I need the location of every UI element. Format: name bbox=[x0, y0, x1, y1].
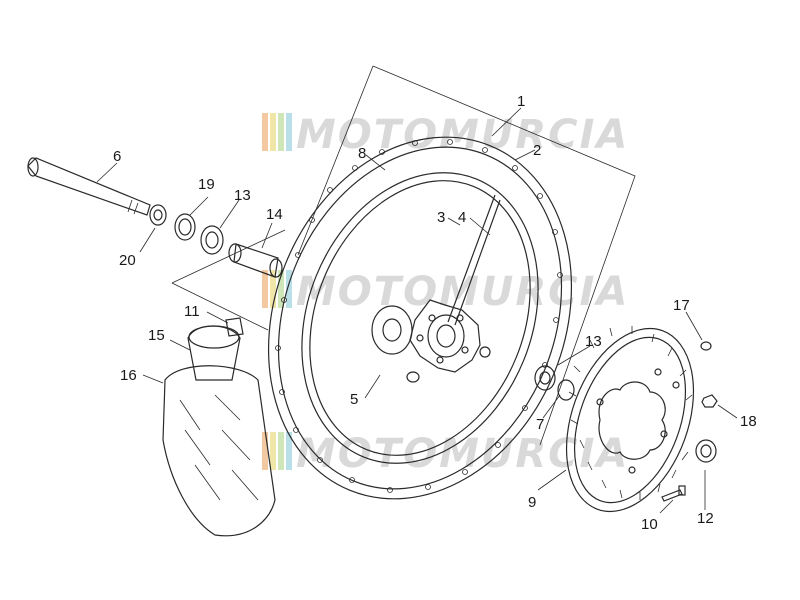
callout-6: 6 bbox=[113, 148, 121, 165]
spoke-pair bbox=[447, 194, 501, 326]
assembly-bracket bbox=[171, 65, 636, 446]
callout-5: 5 bbox=[350, 391, 358, 408]
callout-3: 3 bbox=[437, 209, 445, 226]
brake-disc bbox=[565, 326, 695, 513]
callout-19: 19 bbox=[198, 176, 215, 193]
watermark-bottom: MOTOMURCIA bbox=[262, 431, 627, 477]
callout-14: 14 bbox=[266, 206, 283, 223]
disc-bolt bbox=[661, 485, 686, 502]
washer bbox=[149, 204, 167, 226]
callout-8: 8 bbox=[358, 145, 366, 162]
watermark-text: MOTOMURCIA bbox=[296, 269, 629, 315]
callout-11: 11 bbox=[184, 303, 200, 320]
bearing-right bbox=[534, 365, 556, 391]
callout-18: 18 bbox=[740, 413, 757, 430]
circlip bbox=[557, 379, 575, 401]
front-axle bbox=[27, 157, 151, 216]
callout-9: 9 bbox=[528, 494, 536, 511]
spacer-right bbox=[695, 439, 717, 463]
callout-7: 7 bbox=[536, 416, 544, 433]
callout-12: 12 bbox=[697, 510, 714, 527]
seal bbox=[174, 213, 196, 241]
callout-16: 16 bbox=[120, 367, 137, 384]
wheel-hub bbox=[371, 299, 491, 383]
spacer-tube bbox=[228, 243, 283, 278]
watermark-text: MOTOMURCIA bbox=[296, 112, 629, 158]
callout-2: 2 bbox=[533, 142, 541, 159]
callouts: 1 2 3 4 5 6 7 8 9 10 11 12 13 13 14 15 1… bbox=[113, 93, 757, 533]
callout-1: 1 bbox=[517, 93, 525, 110]
callout-10: 10 bbox=[641, 516, 658, 533]
watermark-middle: MOTOMURCIA bbox=[262, 269, 629, 315]
bearing-left bbox=[200, 225, 224, 255]
tyre bbox=[162, 365, 276, 537]
o-ring bbox=[700, 341, 712, 351]
valve bbox=[225, 317, 244, 337]
inner-tube bbox=[187, 325, 241, 381]
nut bbox=[701, 394, 718, 408]
watermark-top: MOTOMURCIA bbox=[262, 112, 629, 158]
callout-17: 17 bbox=[673, 297, 690, 314]
leader-lines bbox=[96, 107, 738, 514]
callout-13-right: 13 bbox=[585, 333, 602, 350]
callout-20: 20 bbox=[119, 252, 136, 269]
callout-13-left: 13 bbox=[234, 187, 251, 204]
callout-4: 4 bbox=[458, 209, 466, 226]
callout-15: 15 bbox=[148, 327, 165, 344]
